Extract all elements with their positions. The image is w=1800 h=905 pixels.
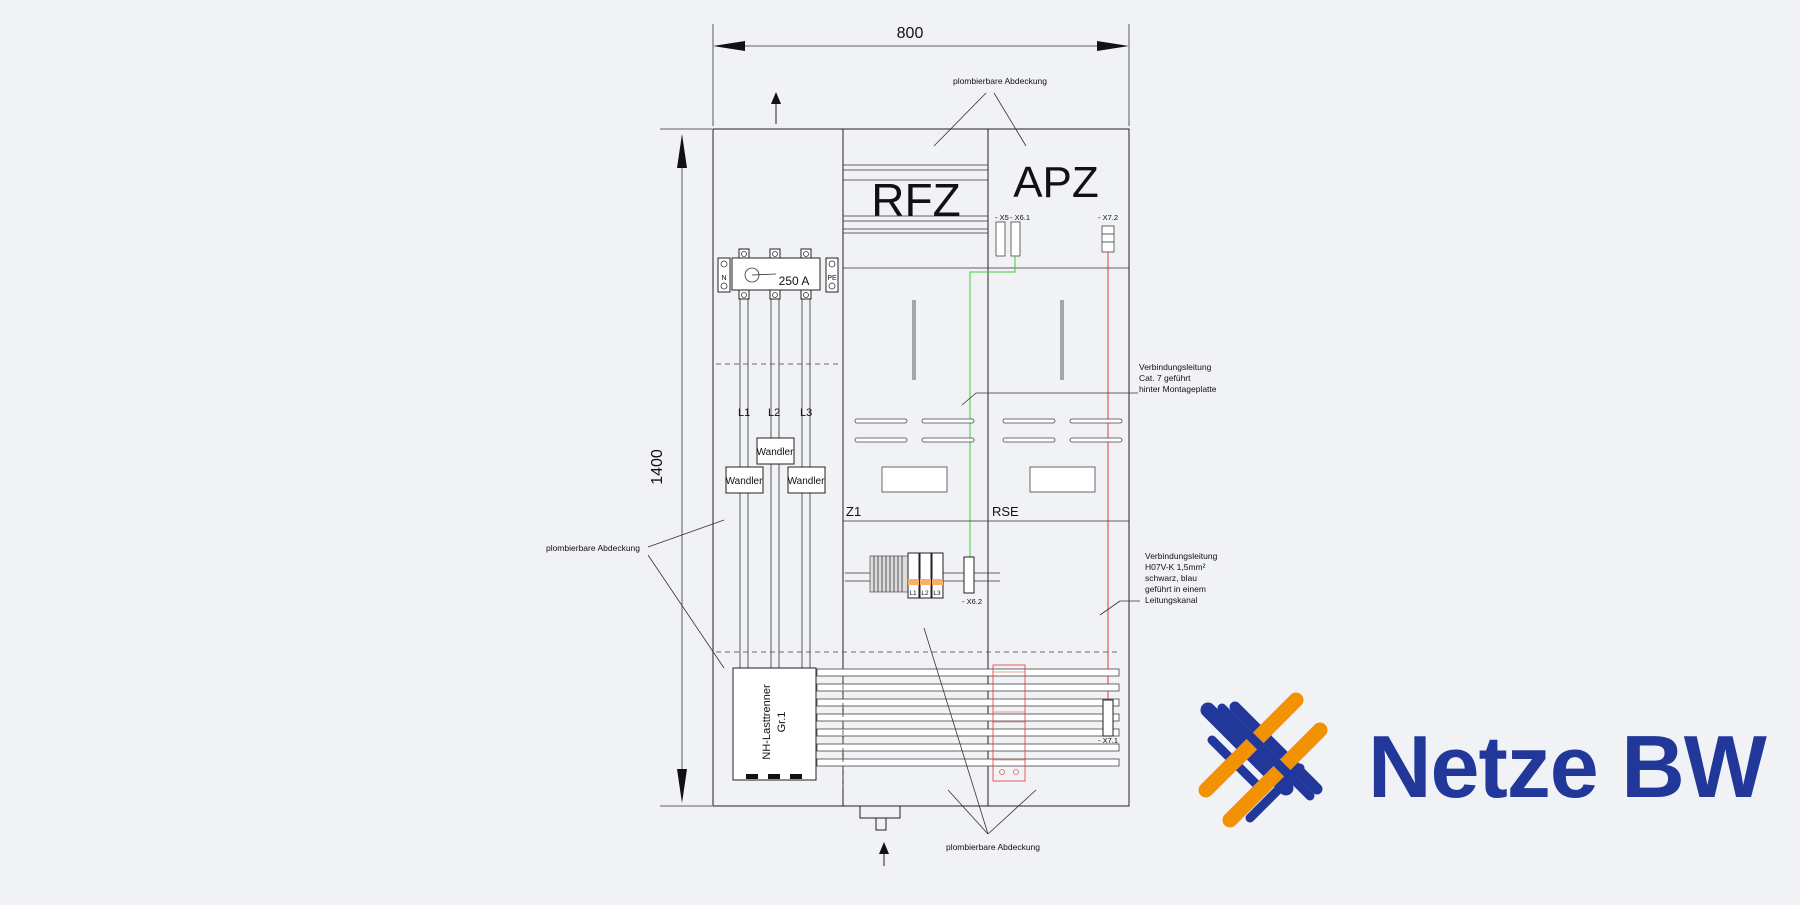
height-label: 1400 — [649, 449, 666, 485]
cat7-cable — [969, 256, 1016, 557]
terminal-x5: - X5 — [995, 213, 1009, 222]
rfz-label: RFZ — [871, 174, 960, 226]
svg-text:Leitungskanal: Leitungskanal — [1145, 595, 1198, 605]
phase-l2: L2 — [768, 407, 780, 419]
cabinet-frame — [712, 128, 1130, 807]
annotation-cover-left: plombierbare Abdeckung — [546, 543, 640, 553]
svg-text:Cat. 7 geführt: Cat. 7 geführt — [1139, 373, 1191, 383]
pe-terminal-label: PE — [827, 275, 837, 282]
apz-label: APZ — [1013, 158, 1099, 207]
height-dimension: 1400 — [649, 128, 712, 807]
leader-lines — [647, 92, 1140, 835]
n-terminal-label: N — [721, 275, 726, 282]
fuse-l2: L2 — [921, 590, 929, 597]
phase-l1: L1 — [738, 407, 750, 419]
distribution-rail: L1 L2 L3 - X6.2 — [845, 552, 1000, 606]
switch-label-1: NH-Lasttrenner — [761, 684, 773, 760]
fuse-l3: L3 — [933, 590, 941, 597]
rfz-top-rails — [843, 164, 1129, 269]
phase-l3: L3 — [800, 407, 812, 419]
busbars — [816, 668, 1120, 767]
meter-mounting — [854, 300, 1123, 493]
load-disconnector: N PE 250 A — [717, 248, 839, 300]
svg-text:geführt in einem: geführt in einem — [1145, 584, 1206, 594]
rse-module: - X7.1 — [992, 664, 1118, 782]
arrow-up-bottom — [879, 842, 889, 866]
z1-label: Z1 — [846, 504, 861, 519]
annotation-cover-top: plombierbare Abdeckung — [953, 76, 1047, 86]
netze-bw-logo-text: Netze BW — [1368, 717, 1767, 816]
annotation-h07vk: Verbindungsleitung H07V-K 1,5mm² schwarz… — [1145, 551, 1218, 605]
terminal-x7-1: - X7.1 — [1098, 736, 1118, 745]
fuse-l1: L1 — [909, 590, 917, 597]
width-label: 800 — [897, 25, 924, 42]
rse-label: RSE — [992, 504, 1019, 519]
switch-label-2: Gr.1 — [776, 712, 788, 733]
svg-text:Wandler: Wandler — [757, 447, 795, 458]
transformer-right: Wandler — [787, 466, 826, 494]
svg-text:H07V-K 1,5mm²: H07V-K 1,5mm² — [1145, 562, 1206, 572]
annotation-cover-bottom: plombierbare Abdeckung — [946, 842, 1040, 852]
svg-text:Wandler: Wandler — [726, 476, 764, 487]
width-dimension: 800 — [712, 24, 1130, 126]
svg-text:Verbindungsleitung: Verbindungsleitung — [1145, 551, 1218, 561]
svg-text:hinter Montageplatte: hinter Montageplatte — [1139, 384, 1217, 394]
netze-bw-logo-mark — [1198, 692, 1328, 828]
nh-switch: NH-Lasttrenner Gr.1 — [732, 667, 817, 781]
arrow-up-top — [771, 92, 781, 124]
svg-text:schwarz, blau: schwarz, blau — [1145, 573, 1197, 583]
svg-text:Wandler: Wandler — [788, 476, 826, 487]
transformer-left: Wandler — [725, 466, 764, 494]
apz-terminals: - X5 - X6.1 - X7.2 — [995, 213, 1118, 257]
terminal-x6-1: - X6.1 — [1010, 213, 1030, 222]
annotation-cat7: Verbindungsleitung Cat. 7 geführt hinter… — [1139, 362, 1217, 394]
terminal-x6-2: - X6.2 — [962, 597, 982, 606]
cable-gland — [859, 805, 901, 819]
svg-text:Verbindungsleitung: Verbindungsleitung — [1139, 362, 1212, 372]
disconnector-rating: 250 A — [779, 274, 810, 288]
transformer-center: Wandler — [756, 437, 795, 465]
terminal-x7-2: - X7.2 — [1098, 213, 1118, 222]
